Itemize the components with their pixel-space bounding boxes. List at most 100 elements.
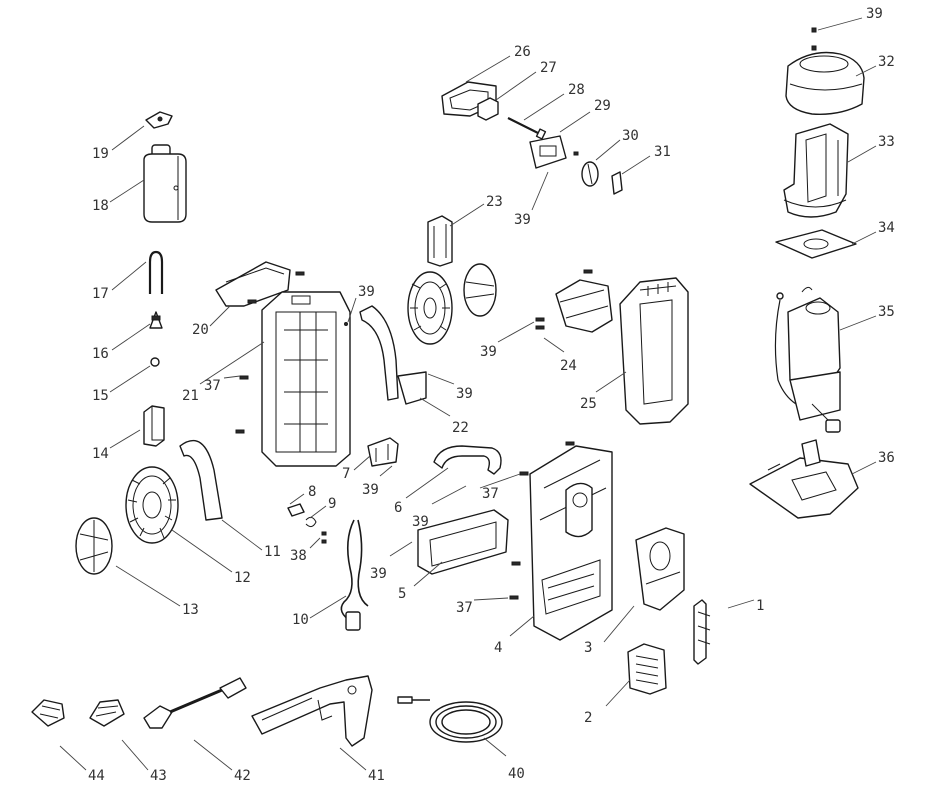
callout-39: 39	[362, 482, 379, 498]
part-28-rod	[507, 117, 547, 140]
callout-3: 3	[584, 640, 592, 656]
callout-35: 35	[878, 304, 895, 320]
part-3-side-panel	[635, 527, 685, 611]
callout-39: 39	[456, 386, 473, 402]
part-16-fitting	[149, 311, 163, 329]
callout-37: 37	[456, 600, 473, 616]
callout-38: 38	[290, 548, 307, 564]
part-11-hose-guide	[179, 440, 223, 521]
part-44-nozzle	[31, 699, 65, 727]
part-27-switch	[477, 97, 499, 121]
callout-36: 36	[878, 450, 895, 466]
part-36-base-plate	[749, 439, 859, 519]
callout-13: 13	[182, 602, 199, 618]
callout-12: 12	[234, 570, 251, 586]
callout-42: 42	[234, 768, 251, 784]
callout-20: 20	[192, 322, 209, 338]
part-23-clip	[427, 215, 453, 267]
callout-19: 19	[92, 146, 109, 162]
callout-29: 29	[594, 98, 611, 114]
callout-6: 6	[394, 500, 402, 516]
part-24-cable-hook	[535, 269, 613, 333]
callout-39: 39	[480, 344, 497, 360]
callout-9: 9	[328, 496, 336, 512]
part-15-ring	[150, 357, 160, 367]
part-6-handle	[433, 445, 502, 475]
leader-lines	[59, 17, 877, 771]
part-1-hook-strip	[693, 599, 711, 665]
callout-10: 10	[292, 612, 309, 628]
part-38-screws	[321, 531, 327, 544]
callout-24: 24	[560, 358, 577, 374]
part-17-clip	[148, 250, 164, 294]
callout-11: 11	[264, 544, 281, 560]
callout-26: 26	[514, 44, 531, 60]
part-10-power-cord	[340, 519, 369, 631]
callout-15: 15	[92, 388, 109, 404]
callout-34: 34	[878, 220, 895, 236]
part-9-spring	[305, 516, 317, 528]
part-21-rear-housing	[235, 291, 351, 467]
callout-14: 14	[92, 446, 109, 462]
part-22-bracket	[344, 305, 427, 405]
part-34-seal	[775, 229, 857, 259]
part-13-wheel-cap	[75, 517, 113, 575]
callout-32: 32	[878, 54, 895, 70]
callout-40: 40	[508, 766, 525, 782]
part-4-front-housing	[509, 441, 613, 641]
callout-23: 23	[486, 194, 503, 210]
part-31-clip	[611, 171, 623, 195]
callout-39: 39	[358, 284, 375, 300]
callout-43: 43	[150, 768, 167, 784]
callout-18: 18	[92, 198, 109, 214]
part-33-motor-shell	[783, 123, 849, 218]
callout-labels: 1 2 3 4 5 6 7 8 9 10 11 12 13 14 15 16 1…	[88, 6, 895, 784]
part-40-hose	[397, 696, 503, 743]
part-30-knob	[573, 151, 599, 187]
callout-41: 41	[368, 768, 385, 784]
part-42-lance	[143, 677, 247, 729]
part-2-grille	[627, 643, 667, 695]
callout-39: 39	[412, 514, 429, 530]
part-14-block	[143, 405, 165, 447]
callout-22: 22	[452, 420, 469, 436]
part-41-spray-gun	[251, 675, 373, 747]
part-43-nozzle	[89, 699, 125, 727]
callout-5: 5	[398, 586, 406, 602]
callout-2: 2	[584, 710, 592, 726]
callout-37: 37	[482, 486, 499, 502]
part-32-top-cap	[785, 27, 865, 115]
callout-39: 39	[370, 566, 387, 582]
callout-27: 27	[540, 60, 557, 76]
part-5-tray	[417, 509, 509, 575]
callout-44: 44	[88, 768, 105, 784]
part-12-wheel	[125, 466, 179, 544]
callout-1: 1	[756, 598, 764, 614]
callout-17: 17	[92, 286, 109, 302]
callout-25: 25	[580, 396, 597, 412]
part-wheel-cap-right	[463, 263, 497, 317]
callout-39: 39	[514, 212, 531, 228]
callout-8: 8	[308, 484, 316, 500]
callout-7: 7	[342, 466, 350, 482]
part-29-circuit-box	[529, 135, 567, 169]
part-35-pump-motor	[774, 286, 841, 433]
part-8-clip	[287, 503, 305, 517]
callout-31: 31	[654, 144, 671, 160]
callout-39: 39	[866, 6, 883, 22]
part-19-cap	[145, 111, 173, 129]
callout-4: 4	[494, 640, 502, 656]
part-wheel-right	[407, 271, 453, 345]
part-7-latch	[367, 437, 399, 467]
callout-37: 37	[204, 378, 221, 394]
callout-33: 33	[878, 134, 895, 150]
part-18-tank	[143, 144, 187, 223]
callout-28: 28	[568, 82, 585, 98]
callout-16: 16	[92, 346, 109, 362]
callout-30: 30	[622, 128, 639, 144]
callout-21: 21	[182, 388, 199, 404]
part-25-handle-frame	[619, 277, 689, 425]
part-20-holder	[215, 261, 305, 307]
